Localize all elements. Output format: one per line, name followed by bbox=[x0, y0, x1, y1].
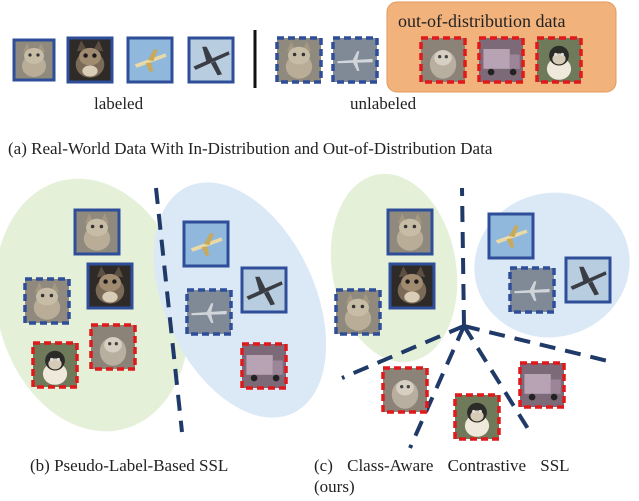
divider-b bbox=[154, 187, 184, 433]
b-labeled-plane-1 bbox=[182, 220, 230, 268]
b-labeled-plane-2 bbox=[240, 266, 288, 314]
unlabeled-cat bbox=[275, 36, 323, 84]
b-labeled-cat-1 bbox=[73, 208, 121, 256]
caption-b: (b) Pseudo-Label-Based SSL bbox=[30, 456, 229, 475]
b-ood-truck bbox=[240, 342, 288, 390]
panel-c bbox=[330, 173, 630, 449]
divider-rays-c bbox=[341, 187, 613, 449]
caption-c-line1: (c) Class-Aware Contrastive SSL bbox=[314, 456, 570, 475]
b-unlabeled-cat bbox=[23, 277, 71, 325]
c-ood-truck bbox=[518, 361, 566, 409]
b-ood-monkey bbox=[31, 341, 79, 389]
b-ood-monkey-2 bbox=[89, 323, 137, 371]
labeled-text: labeled bbox=[94, 94, 144, 113]
ood-box-title: out-of-distribution data bbox=[398, 11, 566, 31]
c-unlabeled-cat bbox=[334, 288, 382, 336]
labeled-plane-2 bbox=[187, 36, 235, 84]
blue-cluster-c bbox=[474, 192, 630, 338]
labeled-plane-1 bbox=[126, 36, 174, 84]
c-unlabeled-plane bbox=[508, 266, 556, 314]
b-labeled-cat-2 bbox=[86, 262, 134, 310]
ood-monkey bbox=[419, 36, 467, 84]
c-ood-monkey bbox=[453, 393, 501, 441]
unlabeled-text: unlabeled bbox=[350, 94, 417, 113]
ood-truck bbox=[477, 36, 525, 84]
caption-a: (a) Real-World Data With In-Distribution… bbox=[8, 139, 493, 158]
panel-b bbox=[0, 178, 327, 433]
labeled-cat-1 bbox=[12, 38, 56, 82]
ood-monkey-2 bbox=[535, 36, 583, 84]
c-labeled-cat-2 bbox=[388, 262, 436, 310]
labeled-cat-2 bbox=[66, 36, 114, 84]
b-unlabeled-plane bbox=[185, 288, 233, 336]
c-labeled-plane-1 bbox=[487, 212, 535, 260]
c-labeled-plane-2 bbox=[564, 256, 612, 304]
c-ood-monkey-2 bbox=[381, 366, 429, 414]
panel-a bbox=[12, 1, 617, 93]
c-labeled-cat-1 bbox=[386, 208, 434, 256]
unlabeled-plane bbox=[331, 36, 379, 84]
caption-c-line2: (ours) bbox=[314, 477, 355, 496]
